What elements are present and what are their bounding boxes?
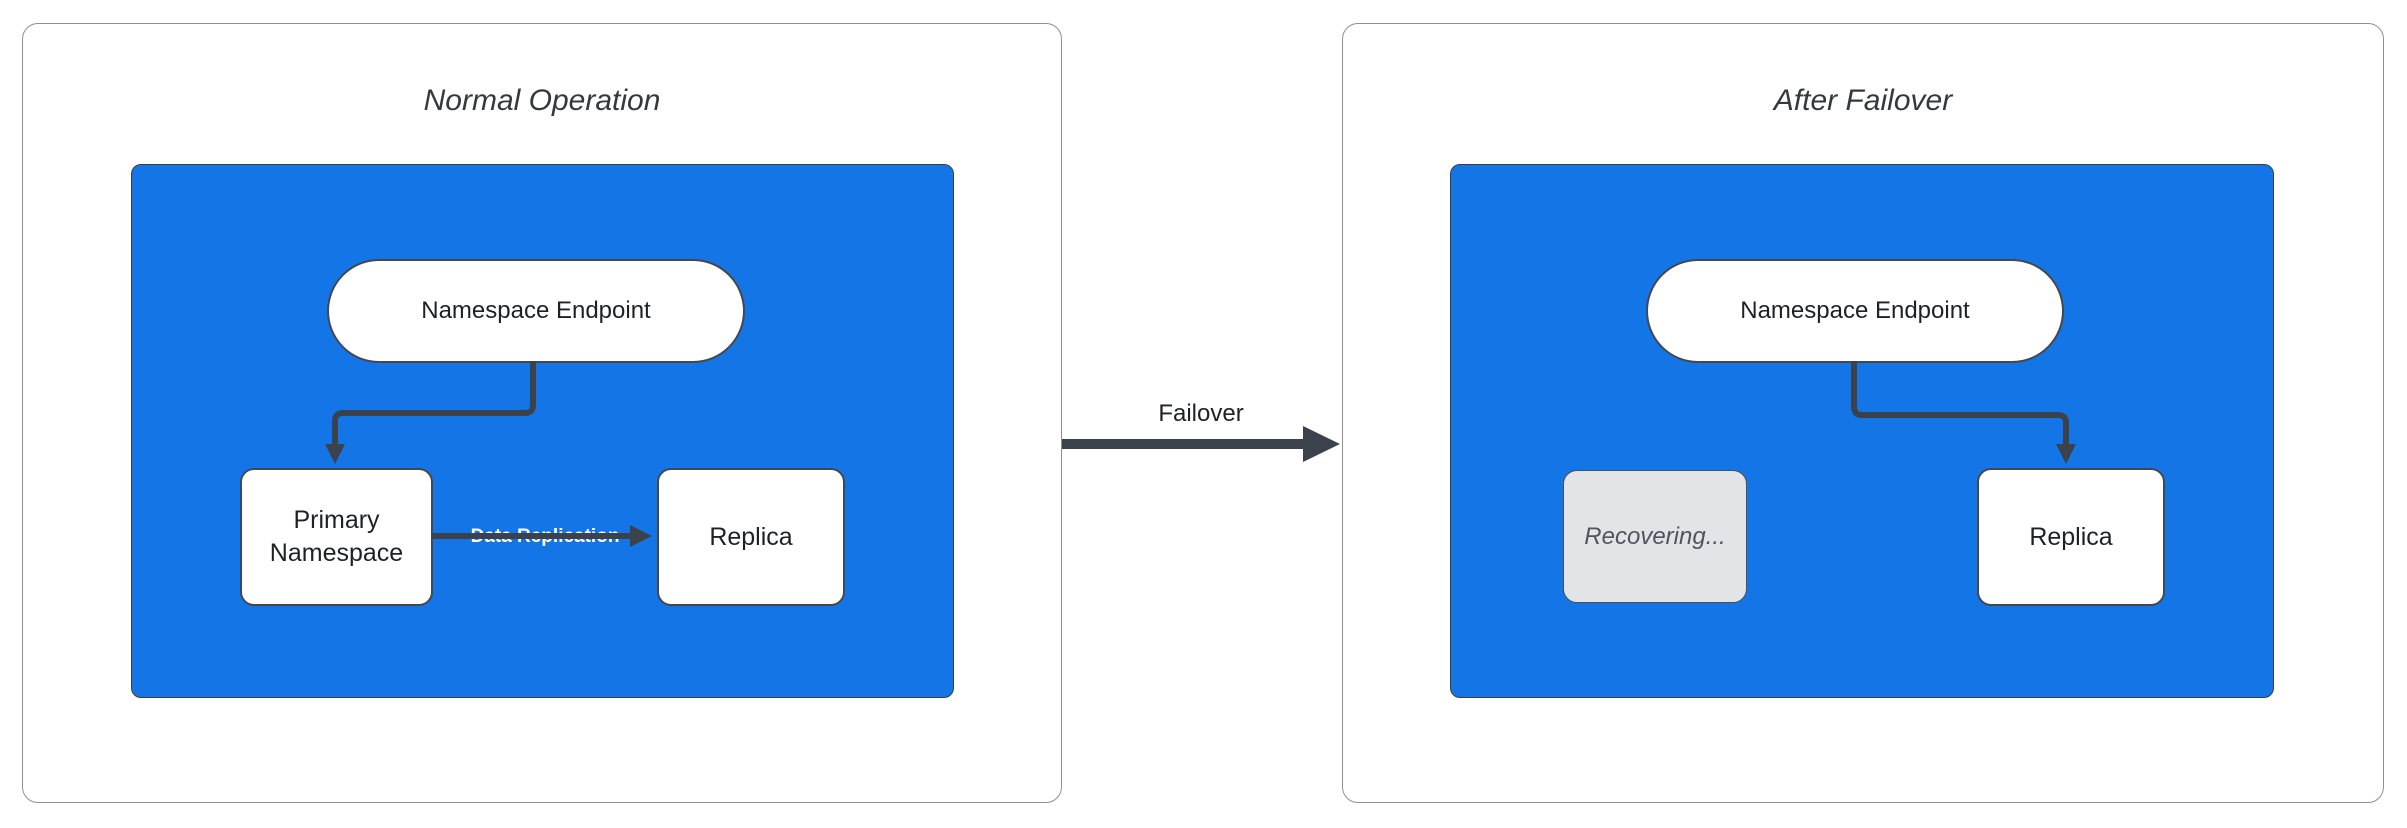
recovering-label: Recovering... — [1584, 523, 1726, 550]
replica-node: Replica — [1977, 468, 2165, 606]
primary-namespace-node: Primary Namespace — [240, 468, 433, 606]
failover-arrowhead — [1303, 426, 1340, 462]
replica-node: Replica — [657, 468, 845, 606]
panel-title-normal-operation: Normal Operation — [423, 84, 661, 117]
panel-normal-operation: Normal Operation Namespace Endpoint Prim… — [22, 23, 1062, 803]
recovering-node: Recovering... — [1563, 470, 1747, 603]
panel-title-after-failover: After Failover — [1773, 84, 1953, 117]
namespace-endpoint-label: Namespace Endpoint — [1740, 297, 1970, 324]
panel-after-failover: After Failover Namespace Endpoint Recove… — [1342, 23, 2384, 803]
cluster-after-failover: Namespace Endpoint Recovering... Replica — [1450, 164, 2274, 698]
cluster-normal-operation: Namespace Endpoint Primary Namespace Rep… — [131, 164, 954, 698]
namespace-endpoint-label: Namespace Endpoint — [421, 297, 651, 324]
replica-label: Replica — [709, 522, 793, 551]
namespace-endpoint-node: Namespace Endpoint — [1646, 259, 2064, 363]
failover-label: Failover — [1158, 400, 1244, 427]
namespace-endpoint-node: Namespace Endpoint — [327, 259, 745, 363]
data-replication-label: Data Replication — [464, 524, 626, 550]
replica-label: Replica — [2029, 522, 2113, 551]
primary-namespace-label: Primary Namespace — [269, 506, 404, 567]
